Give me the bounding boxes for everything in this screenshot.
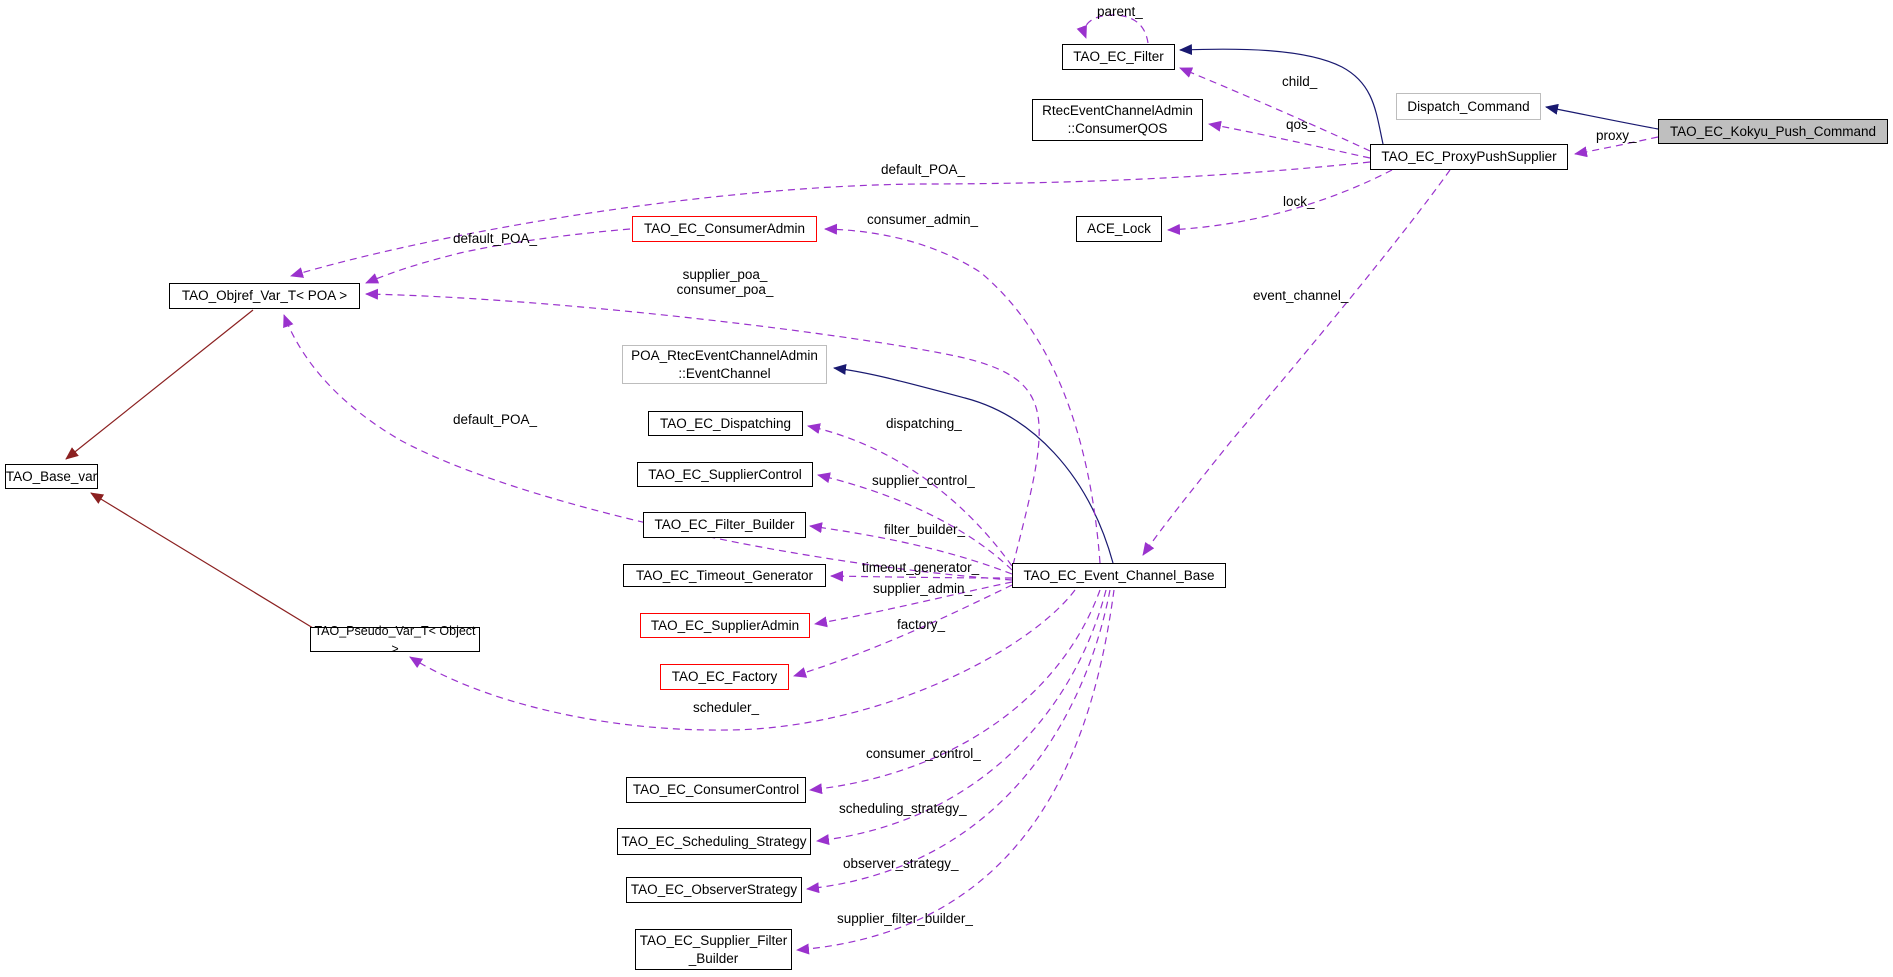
edge-label-supplier-filter-builder: supplier_filter_builder_	[837, 911, 973, 926]
node-tao-ec-supplier-filter-builder[interactable]: TAO_EC_Supplier_Filter _Builder	[635, 929, 792, 970]
edge-objref-var-to-base-var	[65, 309, 254, 460]
edge-ecb-to-scheduling-strategy	[816, 589, 1107, 846]
edge-label-default-poa-top: default_POA_	[881, 162, 966, 177]
edge-label-event-channel: event_channel_	[1253, 288, 1349, 303]
edge-pseudo-var-to-base-var	[90, 492, 314, 629]
node-tao-ec-scheduling-strategy[interactable]: TAO_EC_Scheduling_Strategy	[617, 828, 811, 855]
edge-proxy-to-event-channel-base	[1142, 169, 1451, 556]
edge-consumeradmin-to-objref-default-poa	[365, 228, 631, 284]
edge-label-lock: lock_	[1283, 194, 1315, 209]
node-tao-ec-dispatching[interactable]: TAO_EC_Dispatching	[648, 411, 803, 436]
edge-label-scheduling-strategy: scheduling_strategy_	[839, 801, 967, 816]
edge-ecb-to-objref-default-poa	[283, 314, 1013, 581]
node-tao-ec-consumercontrol[interactable]: TAO_EC_ConsumerControl	[626, 777, 806, 803]
edge-label-supplier-admin: supplier_admin_	[873, 581, 973, 596]
edge-label-timeout-generator: timeout_generator_	[862, 560, 980, 575]
edge-label-child: child_	[1282, 74, 1318, 89]
node-rtec-consumer-qos[interactable]: RtecEventChannelAdmin ::ConsumerQOS	[1032, 99, 1203, 141]
node-tao-ec-observerstrategy[interactable]: TAO_EC_ObserverStrategy	[626, 877, 802, 903]
edge-label-proxy: proxy_	[1596, 128, 1637, 143]
edge-ecb-to-timeout-generator	[830, 570, 1013, 582]
edge-ecb-to-suppliercontrol	[817, 472, 1013, 571]
edge-ecb-to-objref-poa-pair	[365, 288, 1040, 566]
edge-ecb-to-dispatching	[807, 423, 1013, 567]
node-tao-ec-filter-builder[interactable]: TAO_EC_Filter_Builder	[643, 512, 806, 538]
node-dispatch-command[interactable]: Dispatch_Command	[1396, 93, 1541, 120]
edge-label-default-poa-low: default_POA_	[453, 412, 538, 427]
edge-filter-parent-self-loop	[1076, 14, 1149, 44]
node-tao-ec-filter[interactable]: TAO_EC_Filter	[1062, 44, 1175, 70]
edge-ecb-to-observerstrategy	[806, 589, 1111, 894]
edge-proxy-to-objref-default-poa	[290, 161, 1371, 278]
node-tao-ec-factory[interactable]: TAO_EC_Factory	[660, 664, 789, 690]
edge-label-supplier-consumer-poa: supplier_poa_ consumer_poa_	[676, 267, 774, 297]
edge-ecb-to-consumeradmin	[824, 223, 1101, 564]
edge-ecb-to-pseudo-var-scheduler	[409, 589, 1076, 731]
node-tao-ec-kokyu-push-command[interactable]: TAO_EC_Kokyu_Push_Command	[1658, 119, 1888, 144]
edge-ecb-to-supplier-filter-builder	[796, 589, 1115, 955]
node-tao-ec-suppliercontrol[interactable]: TAO_EC_SupplierControl	[637, 462, 813, 487]
node-tao-pseudo-var-t-object[interactable]: TAO_Pseudo_Var_T< Object >	[310, 624, 480, 656]
node-tao-ec-supplieradmin[interactable]: TAO_EC_SupplierAdmin	[640, 613, 810, 638]
edge-ecb-to-filter-builder	[809, 522, 1013, 575]
node-tao-ec-event-channel-base[interactable]: TAO_EC_Event_Channel_Base	[1012, 563, 1226, 588]
node-tao-objref-var-t-poa[interactable]: TAO_Objref_Var_T< POA >	[169, 283, 360, 309]
node-tao-ec-timeout-generator[interactable]: TAO_EC_Timeout_Generator	[623, 564, 826, 587]
edge-label-dispatching: dispatching_	[886, 416, 962, 431]
edge-proxy-to-filter-child	[1179, 67, 1371, 152]
edge-label-parent: parent_	[1097, 4, 1143, 19]
edge-label-observer-strategy: observer_strategy_	[843, 856, 959, 871]
edge-proxy-to-consumerqos-qos	[1208, 120, 1371, 159]
edge-proxy-to-ace-lock	[1167, 169, 1393, 235]
edge-label-scheduler: scheduler_	[693, 700, 760, 715]
edge-label-factory: factory_	[897, 617, 946, 632]
edge-event-channel-base-to-poa-eventchannel	[833, 363, 1114, 564]
node-tao-ec-proxypushsupplier[interactable]: TAO_EC_ProxyPushSupplier	[1370, 144, 1568, 170]
edge-label-qos: qos_	[1286, 117, 1316, 132]
edge-label-default-poa-mid: default_POA_	[453, 231, 538, 246]
edge-proxypushsupplier-to-filter-inheritance	[1179, 44, 1384, 145]
node-poa-rteceventchanneladmin-eventchannel[interactable]: POA_RtecEventChannelAdmin ::EventChannel	[622, 345, 827, 384]
edge-kokyu-to-proxy	[1574, 136, 1659, 158]
edge-label-filter-builder: filter_builder_	[884, 522, 966, 537]
node-tao-ec-consumeradmin[interactable]: TAO_EC_ConsumerAdmin	[632, 216, 817, 242]
edge-label-consumer-control: consumer_control_	[866, 746, 981, 761]
edge-kokyu-to-dispatch-command	[1545, 103, 1659, 130]
edge-label-consumer-admin: consumer_admin_	[867, 212, 979, 227]
edge-label-supplier-control: supplier_control_	[872, 473, 975, 488]
node-tao-base-var[interactable]: TAO_Base_var	[5, 464, 98, 489]
edge-ecb-to-factory	[793, 584, 1013, 678]
edge-ecb-to-supplieradmin	[814, 581, 1013, 628]
edge-ecb-to-consumercontrol	[809, 589, 1101, 795]
node-ace-lock[interactable]: ACE_Lock	[1076, 216, 1162, 242]
